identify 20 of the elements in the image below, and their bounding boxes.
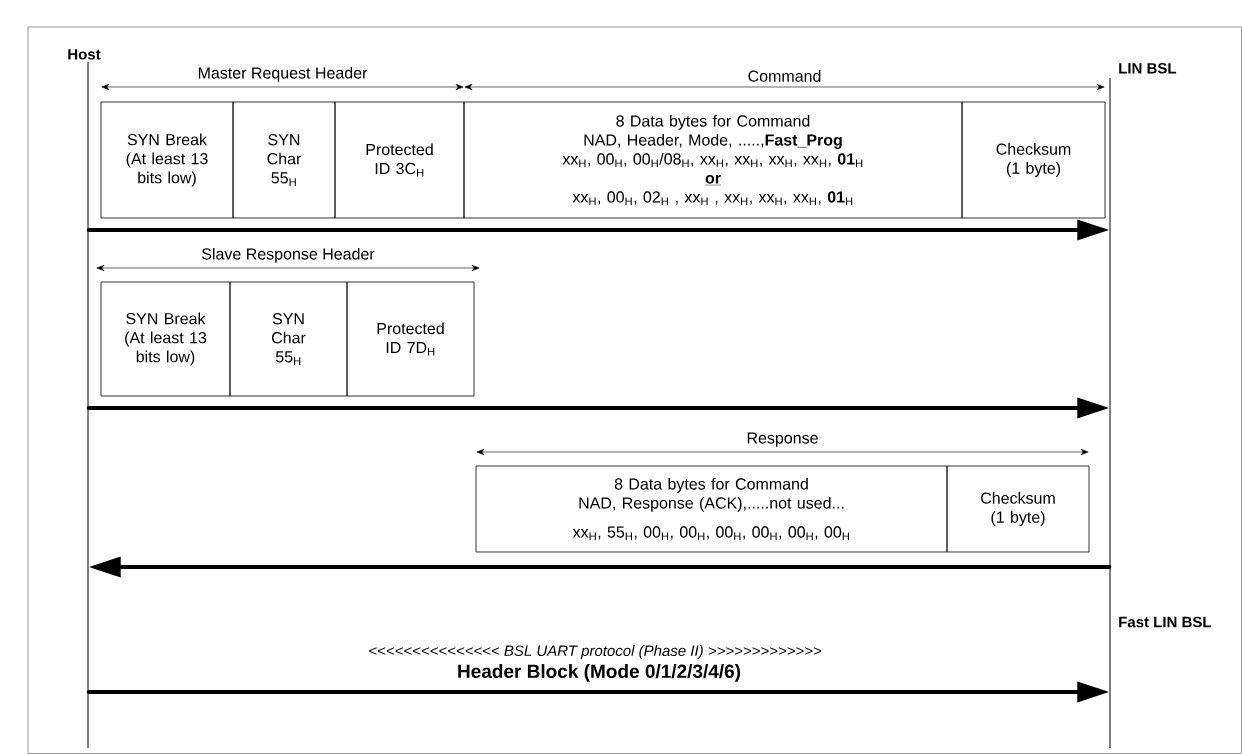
field-cell: SYN Break (At least 13 bits low) <box>100 101 234 219</box>
field-cell: SYN Break (At least 13 bits low) <box>100 281 231 397</box>
field-cell: Protected ID 3C$_{H}$ <box>334 101 465 219</box>
field-cell: SYN Char 55$_{H}$ <box>229 281 348 397</box>
field-cell: SYN Char 55$_{H}$ <box>232 101 336 219</box>
dimension-label: Response <box>747 432 818 447</box>
edge-label: Header Block (Mode 0/1/2/3/4/6) <box>458 664 741 682</box>
field-cell: 8 Data bytes for Command NAD, Header, Mode, .....,Fast_Prog xx$_{H}$, 00$_{H}$, 00$_{H}$/08$_{H}$, xx$_{H}$, xx$_{H}$, xx$_{H}$, xx$_{H}$, 01$_{H}$ or xx$_{H}$, 00$_{H}$, 02$_{H}$ , xx$_{H}$ , xx$_{H}$, xx$_{H}$, xx$_{H}$, 01$_{H}$ <box>463 101 963 219</box>
field-cell: Checksum (1 byte) <box>961 101 1106 219</box>
node-label: Host <box>68 49 101 60</box>
dimension-label: Master Request Header <box>198 66 368 82</box>
field-cell: Protected ID 7D$_{H}$ <box>346 281 475 397</box>
field-cell: 8 Data bytes for Command NAD, Response (ACK),.....not used... xx$_{H}$, 55$_{H}$, 00$_{H}$, 00$_{H}$, 00$_{H}$, 00$_{H}$, 00$_{H}$, 00$_{H}$ <box>475 465 948 553</box>
lifeline-label: Fast LIN BSL <box>1119 616 1212 628</box>
dimension-label: Command <box>748 70 821 82</box>
protocol-note: <<<<<<<<<<<<<<< BSL UART protocol (Phase II) >>>>>>>>>>>>> <box>369 645 822 659</box>
node-label: LIN BSL <box>1119 62 1177 74</box>
dimension-label: Slave Response Header <box>202 247 375 263</box>
lifeline: Host <box>68 49 101 748</box>
field-cell: Checksum (1 byte) <box>946 465 1090 553</box>
